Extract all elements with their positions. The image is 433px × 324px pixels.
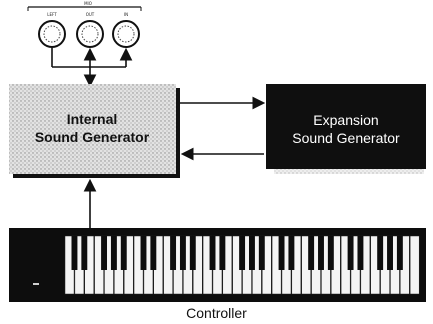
internal-generator-line1: Internal [67,111,118,127]
expansion-sound-generator: Expansion Sound Generator [266,84,426,174]
black-key [288,236,294,270]
controller-caption: Controller [0,305,433,321]
black-key [308,236,314,270]
black-key [141,236,147,270]
black-key [387,236,393,270]
black-key [101,236,107,270]
knob-out-label: OUT [86,12,95,17]
knob-left[interactable]: LEFT [39,12,65,47]
controller-keyboard [9,228,426,302]
knob-out[interactable]: OUT [77,12,103,47]
black-key [259,236,265,270]
black-key [377,236,383,270]
expansion-generator-line1: Expansion [313,112,378,128]
knob-connectors [52,48,126,84]
black-key [397,236,403,270]
knob-in[interactable]: IN [113,12,139,47]
black-key [121,236,127,270]
black-key [318,236,324,270]
black-key [348,236,354,270]
knob-left-label: LEFT [47,12,57,17]
black-key [239,236,245,270]
black-key [111,236,117,270]
internal-sound-generator: Internal Sound Generator [9,84,180,178]
black-key [150,236,156,270]
white-key [410,236,419,294]
knob-group: MIO [28,1,141,11]
black-key [210,236,216,270]
expansion-generator-line2: Sound Generator [292,130,400,146]
internal-generator-line2: Sound Generator [35,129,150,145]
black-key [72,236,78,270]
black-key [81,236,87,270]
knob-group-label: MIO [84,1,92,6]
black-key [249,236,255,270]
black-key [328,236,334,270]
black-key [357,236,363,270]
black-key [219,236,225,270]
black-key [190,236,196,270]
black-key [279,236,285,270]
knob-in-label: IN [124,12,128,17]
black-key [180,236,186,270]
black-key [170,236,176,270]
generator-arrows [180,103,264,154]
